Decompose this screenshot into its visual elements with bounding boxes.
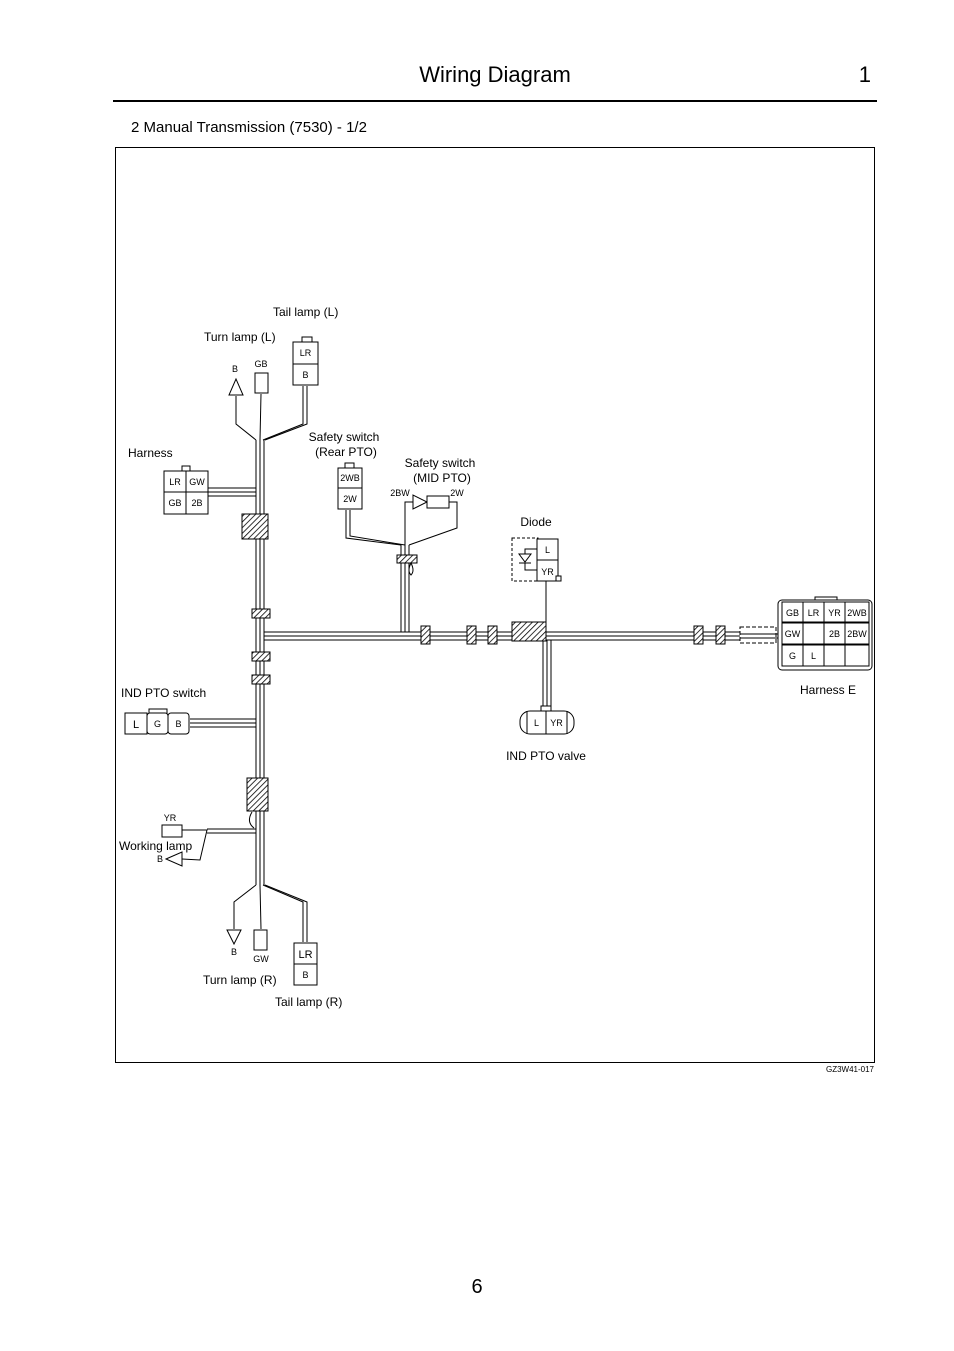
- ground-triangle-icon: [226, 929, 242, 946]
- safety-switch-rear: Safety switch (Rear PTO) 2WB 2W: [309, 430, 380, 510]
- section-title: 2 Manual Transmission (7530) - 1/2: [131, 119, 367, 136]
- clamp-trunk-3: [251, 674, 271, 685]
- horizontal-bus-wires: [264, 631, 740, 641]
- harness-connector: Harness LR GW GB 2B: [128, 446, 209, 515]
- pin-label: L: [133, 719, 139, 731]
- safety-switch-mid-sublabel: (MID PTO): [413, 471, 471, 485]
- figure-code: GZ3W41-017: [825, 1065, 874, 1074]
- turn-lamp-r: B GW Turn lamp (R): [203, 929, 277, 987]
- pin-label: B: [231, 947, 237, 957]
- chapter-number: 1: [858, 62, 871, 87]
- harness-e-stub: [739, 626, 778, 644]
- pin-label: G: [154, 719, 161, 729]
- pin-label: B: [175, 719, 181, 729]
- turn-lamp-l: Turn lamp (L) B GB: [204, 330, 276, 396]
- page-number: 6: [471, 1276, 483, 1298]
- pin-label: 2W: [450, 488, 464, 498]
- main-trunk-wires: [255, 440, 265, 885]
- pin-label: YR: [541, 567, 554, 577]
- ind-pto-switch-wires: [190, 718, 256, 728]
- pin-label: L: [545, 545, 550, 555]
- clamp-bus-5: [715, 625, 726, 645]
- pin-label: G: [789, 651, 796, 661]
- harness-e-connector: GB LR YR 2WB GW 2B 2BW G L Harness E: [777, 596, 873, 697]
- pin-label: GW: [253, 954, 269, 964]
- top-fanout-wires: [235, 386, 308, 441]
- pin-label: YR: [550, 718, 563, 728]
- clamp-sleeve-lower: [246, 777, 269, 812]
- clamp-safety-branch: [396, 554, 418, 564]
- clamp-bus-1: [420, 625, 431, 645]
- safety-switch-wires: [345, 501, 458, 632]
- pin-label: GB: [168, 498, 181, 508]
- ground-triangle-icon: [164, 851, 183, 867]
- clamp-sleeve-upper: [241, 513, 269, 540]
- working-lamp-wires: [181, 811, 256, 861]
- pin-label: LR: [169, 477, 181, 487]
- ind-pto-valve: L YR IND PTO valve: [506, 705, 586, 763]
- turn-lamp-r-label: Turn lamp (R): [203, 973, 277, 987]
- safety-switch-mid: Safety switch (MID PTO) 2BW 2W: [390, 456, 476, 510]
- pin-label: LR: [300, 348, 312, 358]
- ground-triangle-icon: [228, 377, 244, 396]
- pin-label: L: [534, 718, 539, 728]
- wire-clamps: [241, 513, 726, 812]
- diode-label: Diode: [520, 515, 552, 529]
- pin-label: 2WB: [340, 473, 360, 483]
- pin-label: 2BW: [847, 629, 867, 639]
- clamp-trunk-1: [251, 608, 271, 619]
- clamp-bus-4: [693, 625, 704, 645]
- pin-label: YR: [164, 813, 177, 823]
- diagram-frame: [115, 147, 875, 1063]
- safety-switch-mid-label: Safety switch: [405, 456, 476, 470]
- pin-label: B: [232, 364, 238, 374]
- ind-pto-valve-label: IND PTO valve: [506, 749, 586, 763]
- pin-label: 2B: [191, 498, 202, 508]
- pin-label: 2W: [343, 494, 357, 504]
- working-lamp: YR Working lamp B: [119, 813, 192, 867]
- tail-lamp-r-label: Tail lamp (R): [275, 995, 342, 1009]
- pin-label: LR: [808, 608, 820, 618]
- tail-lamp-l: Tail lamp (L) LR B: [273, 305, 338, 386]
- clamp-trunk-2: [251, 651, 271, 662]
- ind-pto-switch: IND PTO switch L G B: [121, 686, 206, 735]
- pin-label: B: [302, 970, 308, 980]
- diode: Diode L YR: [511, 515, 562, 582]
- pin-label: 2B: [829, 629, 840, 639]
- pin-label: B: [302, 370, 308, 380]
- clamp-sleeve-bus: [511, 621, 547, 642]
- pin-label: GW: [189, 477, 205, 487]
- page-title: Wiring Diagram: [419, 62, 571, 87]
- clamp-bus-2: [466, 625, 477, 645]
- harness-e-label: Harness E: [800, 683, 856, 697]
- ind-pto-switch-label: IND PTO switch: [121, 686, 206, 700]
- connector-triangle-icon: [412, 494, 429, 510]
- clamp-bus-3: [487, 625, 498, 645]
- pin-label: B: [157, 854, 163, 864]
- pin-label: 2BW: [390, 488, 410, 498]
- working-lamp-label: Working lamp: [119, 839, 192, 853]
- tail-lamp-l-label: Tail lamp (L): [273, 305, 338, 319]
- harness-branch-wires: [208, 487, 256, 497]
- harness-label: Harness: [128, 446, 173, 460]
- bottom-fanout-wires: [233, 884, 308, 942]
- pin-label: L: [811, 651, 816, 661]
- diode-symbol-icon: [518, 548, 537, 571]
- pin-label: GB: [254, 359, 267, 369]
- pin-label: LR: [298, 949, 312, 961]
- page-header: Wiring Diagram 1: [113, 60, 877, 102]
- pin-label: YR: [828, 608, 841, 618]
- turn-lamp-l-label: Turn lamp (L): [204, 330, 276, 344]
- tail-lamp-r: LR B Tail lamp (R): [275, 942, 342, 1009]
- pin-label: 2WB: [847, 608, 867, 618]
- pin-label: GB: [786, 608, 799, 618]
- valve-branch-wires: [542, 640, 552, 708]
- pin-label: GW: [785, 629, 801, 639]
- safety-switch-rear-label: Safety switch: [309, 430, 380, 444]
- safety-switch-rear-sublabel: (Rear PTO): [315, 445, 377, 459]
